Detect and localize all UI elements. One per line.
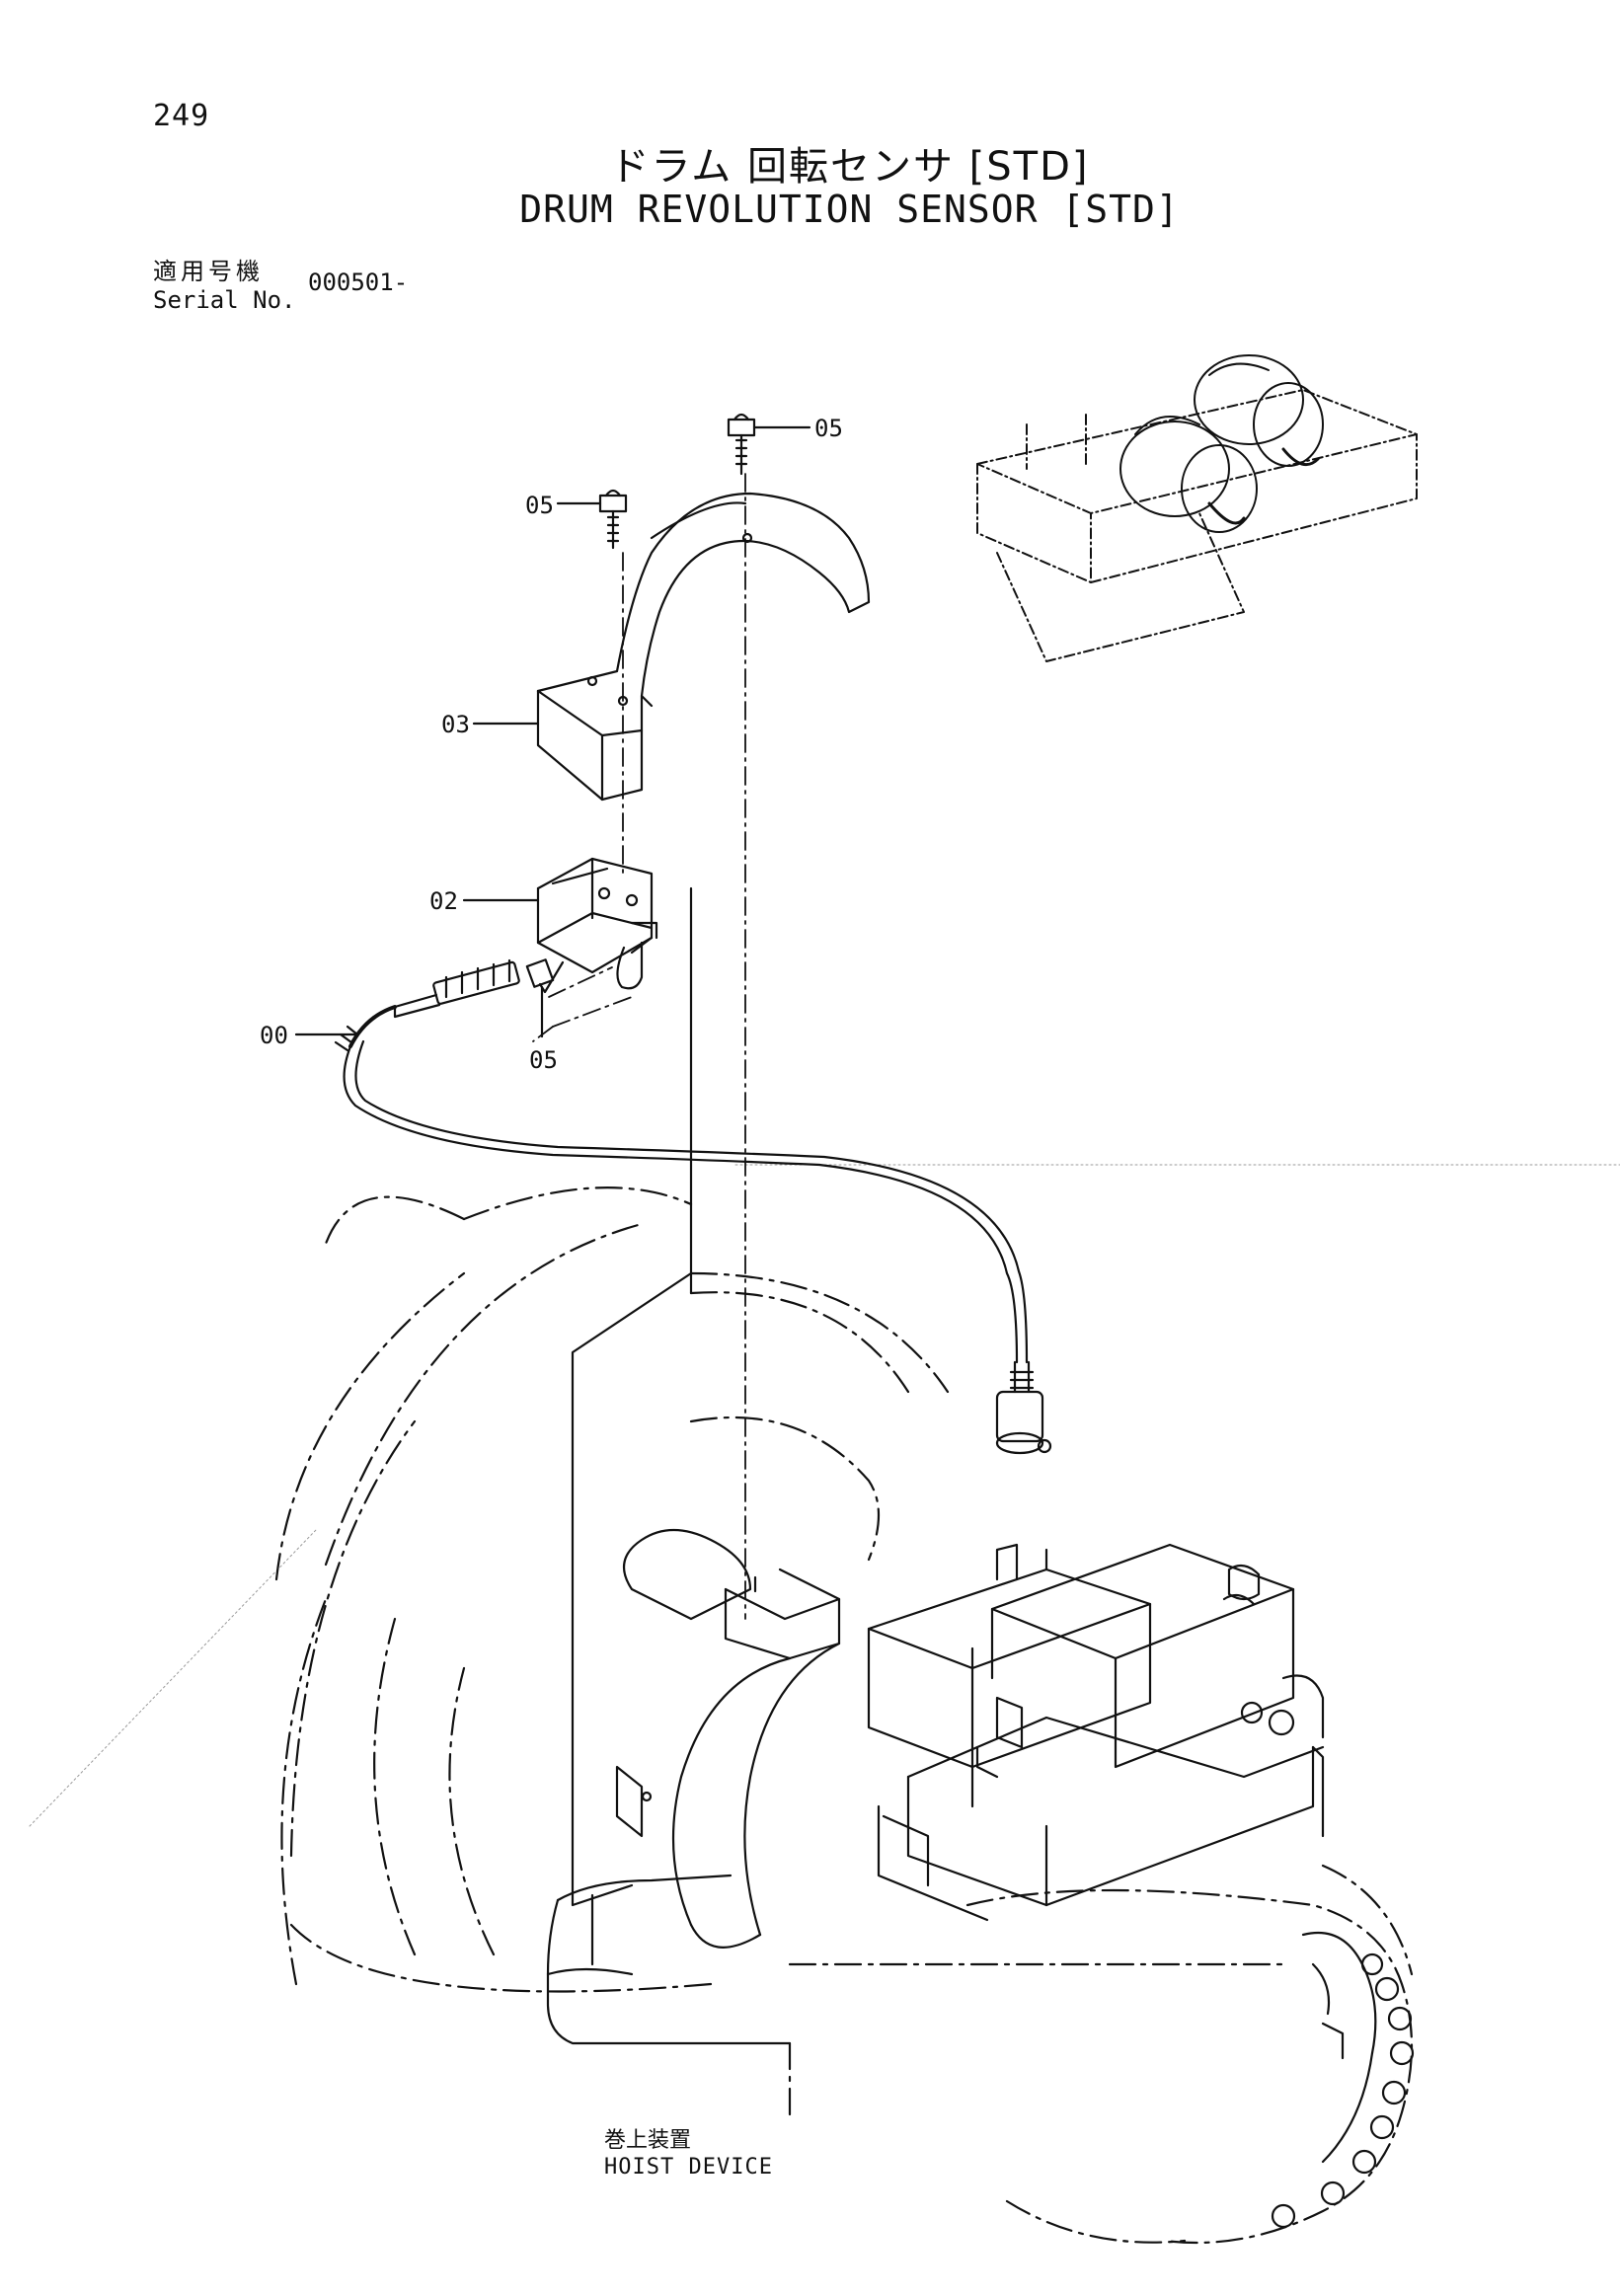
serial-label-english: Serial No. bbox=[153, 286, 296, 314]
callout-02-bracket: 02 bbox=[429, 887, 458, 915]
serial-number-value: 000501- bbox=[308, 268, 409, 296]
hoist-motor-housing bbox=[788, 1864, 1414, 2245]
mounting-plate bbox=[571, 886, 693, 1907]
inset-drum-wheels bbox=[1119, 354, 1324, 533]
page-number: 249 bbox=[153, 99, 210, 133]
sensor-bracket bbox=[462, 857, 658, 990]
bolt-bracket bbox=[525, 958, 565, 1038]
callout-00-sensor: 00 bbox=[260, 1022, 288, 1049]
callout-05-bracket-bolt: 05 bbox=[529, 1046, 558, 1074]
caption-japanese: 巻上装置 bbox=[604, 2128, 692, 2153]
bolt-left bbox=[556, 489, 628, 550]
rotation-sensor bbox=[294, 958, 520, 1052]
cover-plate bbox=[472, 492, 871, 802]
guide-line-diagonal bbox=[29, 1529, 317, 1827]
drum-flange bbox=[324, 1195, 841, 1949]
center-lines bbox=[532, 473, 746, 1620]
bolt-top bbox=[727, 413, 811, 476]
motor-end-flange bbox=[1271, 1931, 1415, 2229]
hoist-motor-block bbox=[867, 1543, 1325, 1922]
title-japanese: ドラム 回転センサ [STD] bbox=[609, 144, 1090, 190]
serial-label-japanese: 適用号機 bbox=[153, 258, 264, 285]
callout-05-left-bolt: 05 bbox=[525, 492, 554, 519]
callout-03-cover: 03 bbox=[441, 711, 470, 738]
base-rail bbox=[546, 1874, 792, 2045]
hoist-drum bbox=[274, 1186, 950, 1993]
sensor-cable bbox=[343, 1039, 1052, 1455]
title-english: DRUM REVOLUTION SENSOR [STD] bbox=[519, 188, 1180, 231]
callout-05-top-bolt: 05 bbox=[814, 415, 843, 442]
inset-drum-assembly bbox=[976, 389, 1418, 662]
caption-english: HOIST DEVICE bbox=[604, 2155, 773, 2180]
